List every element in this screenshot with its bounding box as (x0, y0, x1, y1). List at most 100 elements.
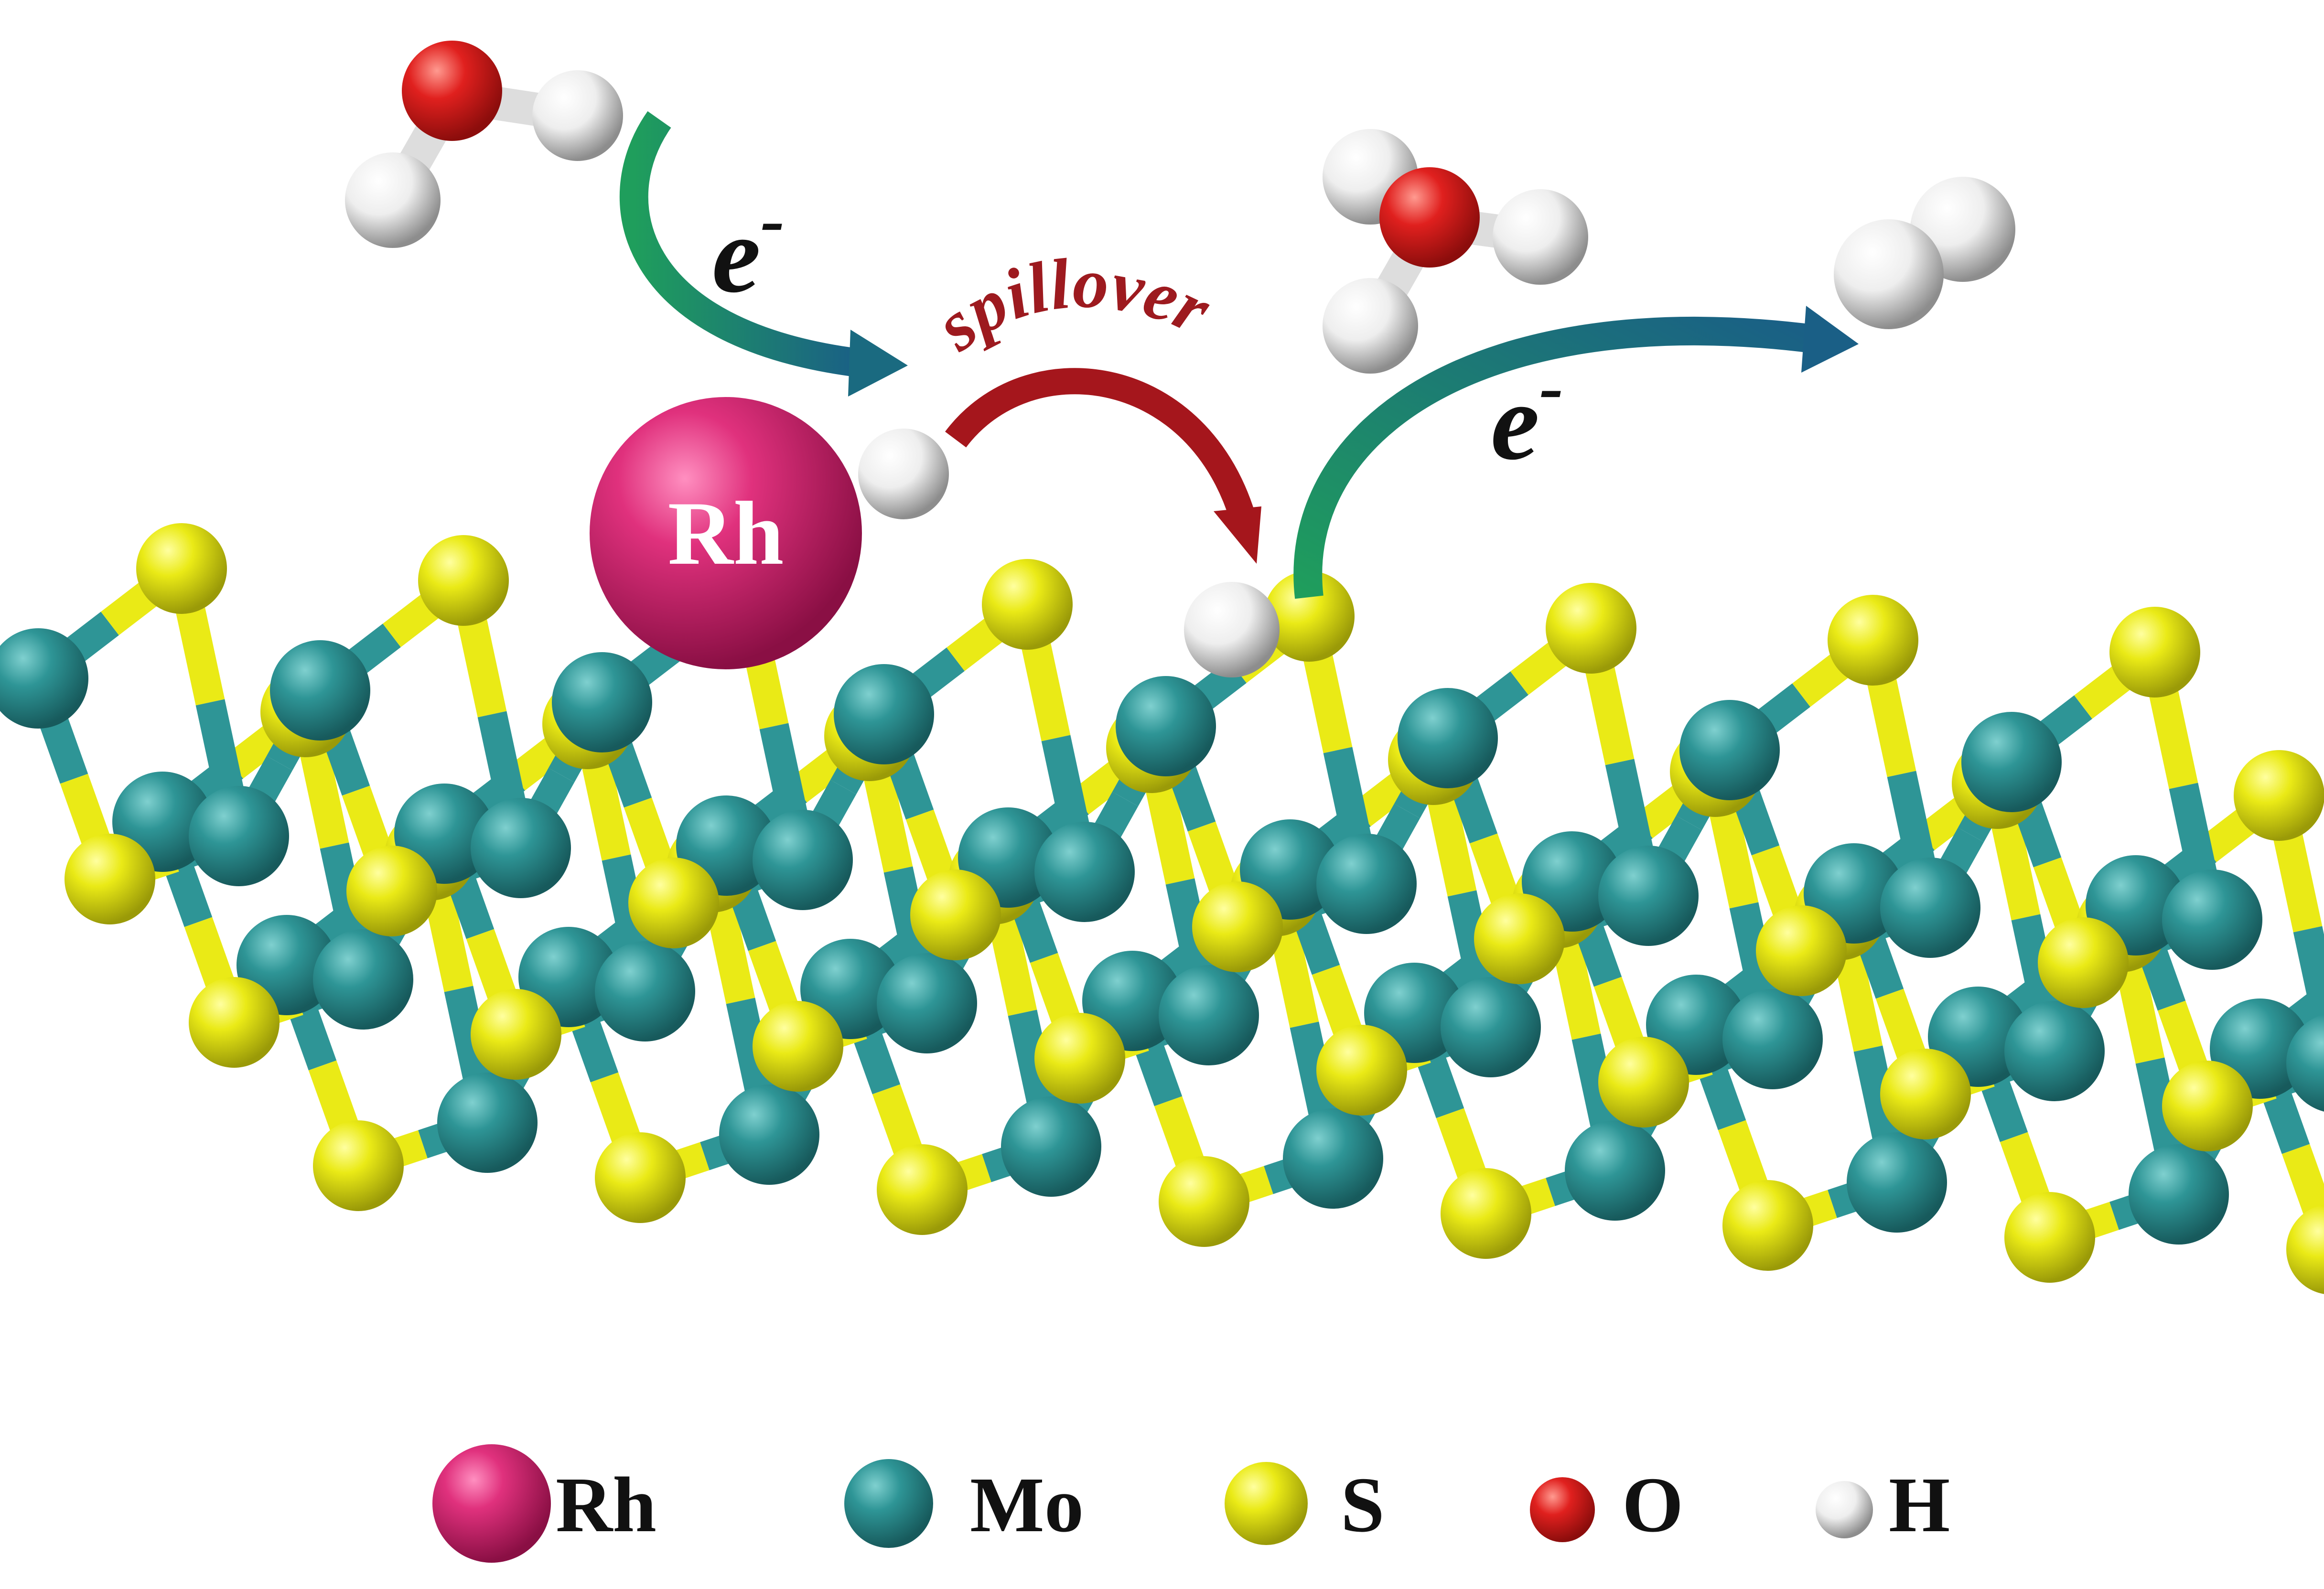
mo-atom (1034, 822, 1135, 922)
s-atom (1598, 1037, 1689, 1127)
s-atom-icon (1225, 1462, 1308, 1545)
s-atom (1264, 571, 1355, 662)
mo-atom (2129, 1144, 2229, 1245)
mo-atom (753, 810, 853, 910)
electron-label-right: e- (1491, 347, 1563, 483)
s-atom (2234, 750, 2324, 841)
mo-atom (877, 953, 977, 1053)
mo-atom (1847, 1132, 1947, 1233)
s-atom (1828, 595, 1918, 686)
mo-atom (0, 628, 88, 729)
mo-atom (189, 786, 289, 886)
hydrogen-atom (532, 70, 623, 161)
s-atom (136, 523, 227, 614)
mo-atom (437, 1073, 538, 1173)
mo-atom (1116, 676, 1216, 776)
mo-atom (1598, 846, 1699, 946)
s-atom (877, 1144, 968, 1235)
s-atom (595, 1132, 686, 1223)
legend-item-rh: Rh (432, 1444, 656, 1563)
electron-transfer-arrow-right (1293, 306, 1859, 599)
mo-atom (834, 664, 934, 764)
mo-atom (1398, 688, 1498, 788)
s-atom (189, 977, 280, 1068)
mo-atom (1316, 834, 1417, 934)
mo-s-bond (2281, 1144, 2324, 1255)
s-atom (2162, 1061, 2253, 1151)
legend-label: H (1889, 1461, 1950, 1548)
legend-label: S (1341, 1461, 1385, 1548)
legend-item-s: S (1225, 1461, 1385, 1548)
oxygen-atom (402, 41, 502, 141)
h2-molecule (1834, 177, 2015, 329)
legend-item-h: H (1816, 1461, 1950, 1548)
o-atom-icon (1530, 1477, 1595, 1542)
s-atom (418, 535, 509, 626)
mo-atom (2286, 1014, 2324, 1112)
s-atom (628, 858, 719, 948)
s-atom (1159, 1156, 1249, 1247)
s-atom (2004, 1192, 2095, 1283)
arrow-head-icon (1801, 306, 1859, 373)
water-molecule-right (1323, 129, 1588, 374)
s-atom (1756, 905, 1847, 996)
s-atom (1441, 1168, 1531, 1259)
s-atom (982, 559, 1073, 650)
water-molecule-left (345, 41, 623, 248)
mo-atom (2004, 1001, 2105, 1101)
spillover-label: spillover (920, 243, 1223, 366)
adsorbed-hydrogen-on-rh (858, 429, 949, 519)
mo-atom (719, 1084, 819, 1185)
oxygen-atom (1379, 167, 1480, 268)
arrow-head-icon (1214, 506, 1261, 564)
electron-transfer-arrow-left (619, 111, 908, 397)
mo-atom (595, 941, 695, 1041)
mo-atom (1441, 977, 1541, 1077)
s-atom (1034, 1013, 1125, 1104)
s-atom (2286, 1204, 2324, 1294)
s-atom (1316, 1025, 1407, 1116)
hydrogen-atom (1493, 189, 1588, 285)
legend-label: Rh (556, 1461, 656, 1548)
mo-atom (1679, 700, 1780, 800)
legend-item-o: O (1530, 1461, 1683, 1548)
s-atom (2109, 607, 2200, 698)
mo-atom (1961, 712, 2062, 812)
s-atom (471, 989, 561, 1080)
legend-item-mo: Mo (844, 1459, 1084, 1548)
s-atom (2038, 917, 2129, 1008)
mo-atom (270, 640, 370, 741)
rh-sphere-label: Rh (668, 483, 784, 584)
spillover-arrow (945, 368, 1261, 564)
mos2-lattice (0, 523, 2324, 1294)
s-atom (1722, 1180, 1813, 1271)
s-atom (1192, 881, 1283, 972)
s-atom (1474, 893, 1565, 984)
legend-label: Mo (970, 1461, 1084, 1548)
mo-atom (1565, 1120, 1665, 1221)
rh-atom-icon (432, 1444, 551, 1563)
mo-atom (313, 929, 413, 1030)
mo-atom (552, 652, 652, 752)
s-atom (753, 1001, 843, 1092)
curved-arrow-shaft (1293, 317, 1818, 599)
s-atom (65, 834, 155, 924)
s-atom (1880, 1049, 1971, 1139)
s-atom (346, 846, 437, 936)
s-atom (910, 870, 1001, 960)
mo-atom (2162, 870, 2262, 970)
hydrogen-atom (1323, 278, 1418, 374)
mo-atom (1880, 858, 1980, 958)
arrow-head-icon (848, 330, 908, 397)
curved-arrow-shaft (619, 111, 862, 377)
legend-label: O (1622, 1461, 1683, 1548)
hydrogen-atom (1834, 219, 1944, 329)
spillover-hydrogen-on-s (1184, 582, 1280, 677)
hydrogen-atom (345, 152, 441, 248)
legend: Rh Mo S O H (432, 1444, 1950, 1563)
mo-atom (1001, 1096, 1101, 1197)
mo-atom (1722, 989, 1823, 1089)
mo-atom (471, 798, 571, 898)
